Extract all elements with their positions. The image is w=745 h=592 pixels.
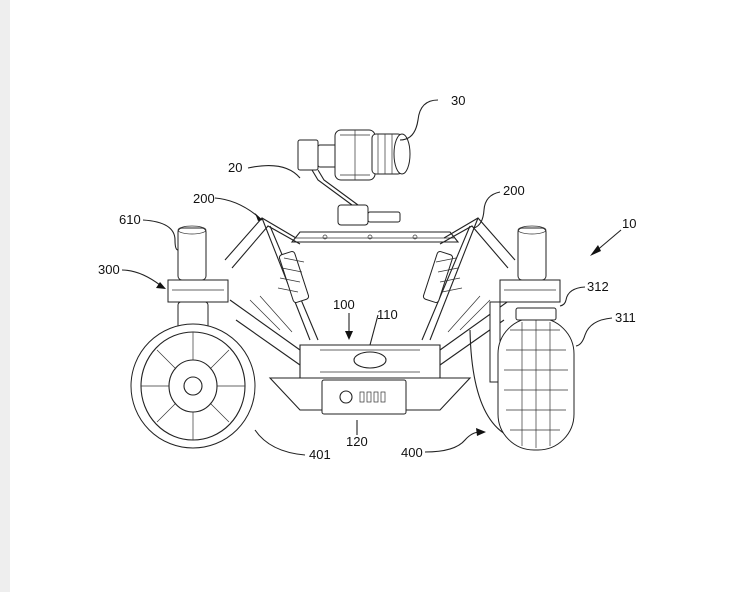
label-20: 20: [228, 160, 242, 175]
label-200-left: 200: [193, 191, 215, 206]
gimbal-camera: [297, 129, 411, 226]
left-wheel-module: [130, 225, 256, 449]
page-margin-strip: [0, 0, 10, 592]
label-110: 110: [377, 307, 398, 322]
label-30: 30: [451, 93, 465, 108]
left-suspension: [224, 217, 319, 366]
label-401: 401: [309, 447, 331, 462]
arrow-300: [156, 282, 166, 289]
reference-numerals: 30 20 200 200 610 10 300 312 311 100 110…: [98, 93, 636, 462]
label-312: 312: [587, 279, 609, 294]
label-120: 120: [346, 434, 368, 449]
arrow-400: [476, 428, 486, 436]
label-311: 311: [615, 310, 636, 325]
arrow-200a: [255, 213, 262, 221]
label-10: 10: [622, 216, 636, 231]
label-610: 610: [119, 212, 141, 227]
arrow-10: [590, 245, 601, 256]
chassis: [268, 344, 472, 415]
label-200-right: 200: [503, 183, 525, 198]
top-platform: [290, 231, 460, 243]
right-suspension: [421, 217, 516, 366]
label-100: 100: [333, 297, 355, 312]
label-300: 300: [98, 262, 120, 277]
leader-lines: [121, 99, 622, 456]
arrow-100: [345, 331, 353, 340]
right-wheel-module: [469, 225, 575, 451]
label-400: 400: [401, 445, 423, 460]
